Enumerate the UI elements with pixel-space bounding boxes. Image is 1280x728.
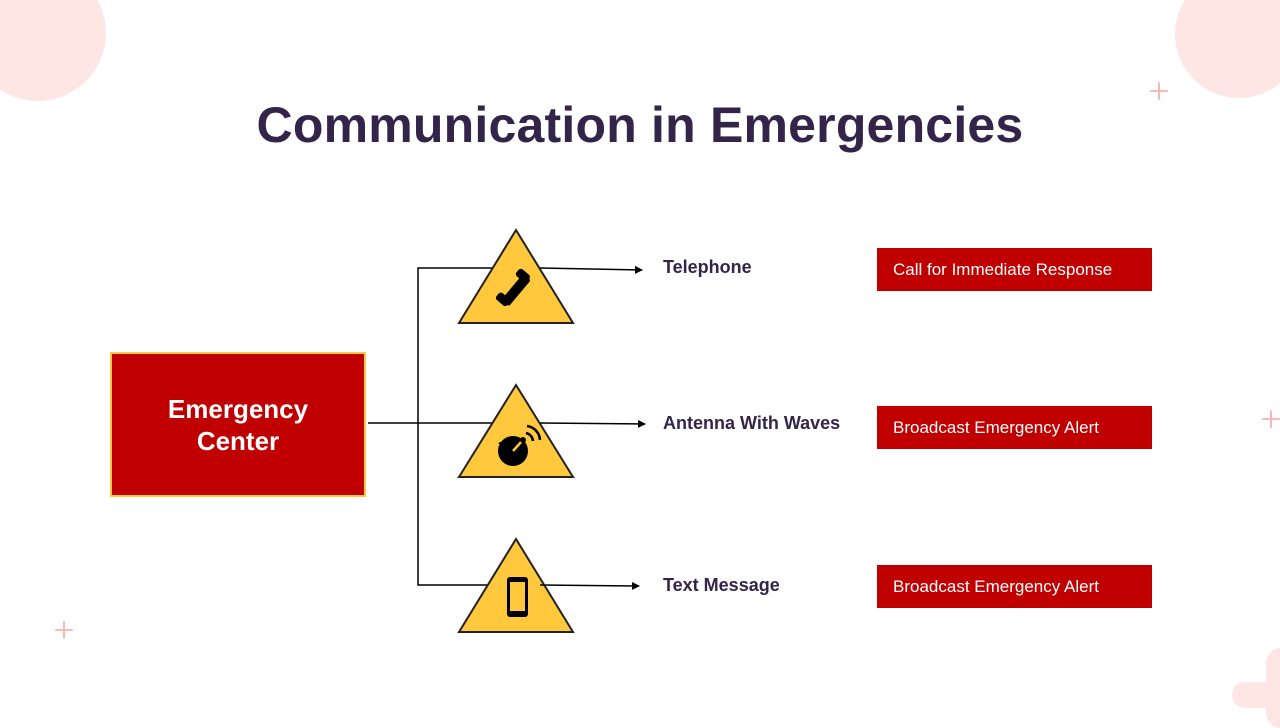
arrow-text-message (539, 581, 640, 590)
action-box-text-message: Broadcast Emergency Alert (877, 565, 1152, 608)
slide-title: Communication in Emergencies (256, 97, 1024, 153)
decor-plus-icon (1150, 82, 1168, 100)
warning-triangle-antenna (457, 383, 575, 478)
channel-label-antenna: Antenna With Waves (663, 413, 841, 433)
action-box-telephone: Call for Immediate Response (877, 248, 1152, 291)
emergency-center-label: Emergency Center (167, 393, 309, 456)
channel-label-text-message: Text Message (663, 575, 780, 595)
decor-plus-icon (1262, 410, 1280, 428)
connector-branch (417, 267, 500, 586)
emergency-center-box: Emergency Center (110, 352, 366, 497)
decor-shape-bottom-right-horizontal (1232, 682, 1280, 708)
channel-label-telephone: Telephone (663, 257, 752, 277)
telephone-icon (495, 268, 530, 307)
decor-plus-icon (55, 621, 73, 639)
arrow-telephone (539, 265, 643, 274)
smartphone-icon (507, 577, 528, 617)
warning-triangle-telephone (457, 228, 575, 324)
satellite-antenna-icon (498, 424, 542, 466)
arrow-antenna (539, 419, 646, 428)
action-box-antenna: Broadcast Emergency Alert (877, 406, 1152, 449)
